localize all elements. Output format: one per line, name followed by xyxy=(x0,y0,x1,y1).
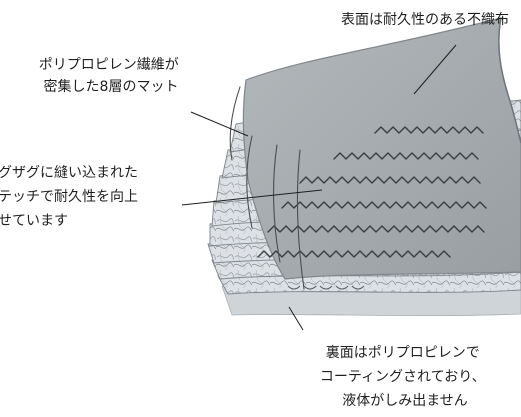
leader-line-top-right xyxy=(413,44,457,95)
callout-bottom-right: 裏面はポリプロピレンで コーティングされており、 液体がしみ出ません xyxy=(320,344,490,409)
top-nonwoven-sheet xyxy=(242,17,521,280)
leader-line-bottom-right xyxy=(288,306,304,331)
thread-strands xyxy=(229,86,305,290)
callout-bottom-right-line-2: コーティングされており、 xyxy=(320,369,486,385)
callout-bottom-right-line-1: 裏面はポリプロピレンで xyxy=(326,344,480,361)
bottom-loop-5 xyxy=(351,285,365,290)
callout-middle-left-line-2: ステッチで耐久性を向上 xyxy=(0,189,138,205)
thread-strand-2 xyxy=(246,135,253,229)
bottom-loop-4 xyxy=(335,285,349,290)
leader-line-middle-left xyxy=(181,189,323,206)
zigzag-stitches xyxy=(257,126,487,258)
callout-top-right-line-1: 表面は耐久性のある不織布 xyxy=(341,12,509,28)
stitch-row-1 xyxy=(374,126,484,134)
callout-bottom-right-line-3: 液体がしみ出ません xyxy=(342,393,468,409)
bottom-loop-stitches xyxy=(287,285,365,290)
bottom-loop-1 xyxy=(287,285,301,290)
leader-line-top-left xyxy=(190,111,249,137)
bottom-loop-3 xyxy=(319,285,333,290)
callout-top-right: 表面は耐久性のある不織布 xyxy=(341,12,509,28)
sheet-curl-edge xyxy=(498,17,521,144)
thread-strand-1 xyxy=(229,86,241,161)
stitch-row-4 xyxy=(281,201,487,209)
callout-top-left-line-2: 密集した8層のマット xyxy=(44,78,179,95)
stitch-row-2 xyxy=(333,152,479,160)
thread-strand-4 xyxy=(296,149,305,290)
thread-strand-3 xyxy=(273,144,281,263)
callout-middle-left: ジグザグに縫い込まれた ステッチで耐久性を向上 させています xyxy=(0,165,142,229)
leader-lines xyxy=(181,44,457,331)
stitch-row-3 xyxy=(299,176,481,184)
stitch-row-6 xyxy=(257,250,451,258)
callout-middle-left-line-1: ジグザグに縫い込まれた xyxy=(0,165,138,181)
bottom-loop-2 xyxy=(303,285,317,290)
callout-middle-left-line-3: させています xyxy=(0,213,68,229)
stitch-row-5 xyxy=(267,225,485,233)
callout-top-left: ポリプロピレン繊維が 密集した8層のマット xyxy=(39,57,183,95)
callout-top-left-line-1: ポリプロピレン繊維が xyxy=(39,57,179,73)
